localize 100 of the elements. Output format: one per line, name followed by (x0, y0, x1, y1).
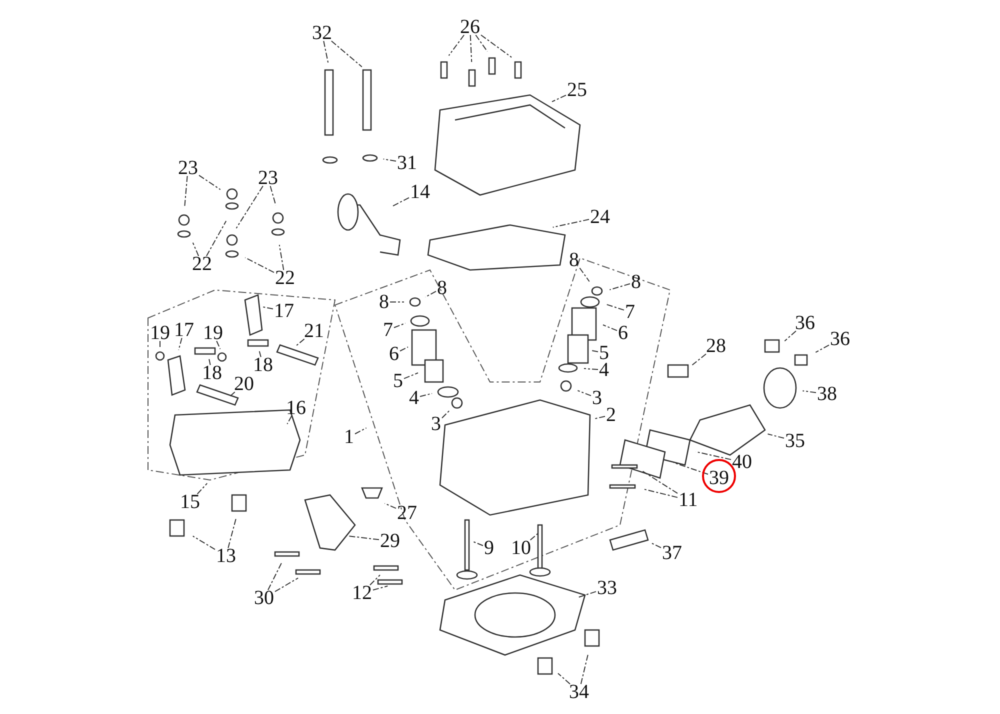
leader-line (602, 324, 618, 332)
callout-number: 10 (511, 538, 531, 558)
leader-line (347, 535, 380, 540)
callout-number: 8 (379, 292, 389, 312)
leader-line (274, 578, 299, 592)
leader-line (382, 158, 396, 162)
leader-line (268, 562, 282, 590)
callout-number: 40 (732, 452, 752, 472)
callout-number: 18 (202, 363, 222, 383)
leader-line (270, 186, 276, 206)
leader-line (642, 488, 678, 498)
callout-number: 32 (312, 23, 332, 43)
leader-line (262, 306, 274, 310)
callout-number: 5 (393, 371, 403, 391)
leader-line (784, 330, 796, 342)
leader-line (673, 462, 708, 475)
callout-number: 17 (274, 301, 294, 321)
callout-number: 33 (597, 578, 617, 598)
leader-line (258, 349, 262, 358)
leader-line (244, 257, 274, 273)
leader-line (577, 591, 596, 598)
callout-number: 31 (397, 153, 417, 173)
callout-number: 23 (258, 168, 278, 188)
callout-number: 1 (344, 427, 354, 447)
leader-line (594, 416, 606, 420)
callout-number: 4 (599, 360, 609, 380)
callout-number: 4 (409, 388, 419, 408)
leader-line (577, 390, 592, 396)
callout-number: 8 (437, 278, 447, 298)
callout-number: 3 (592, 388, 602, 408)
callout-number: 24 (590, 207, 610, 227)
callout-number: 13 (216, 546, 236, 566)
callout-number: 5 (599, 343, 609, 363)
callout-number: 23 (178, 158, 198, 178)
callout-number: 30 (254, 588, 274, 608)
leader-line (692, 354, 706, 366)
callout-number: 6 (618, 323, 628, 343)
leader-line (815, 344, 830, 353)
callout-number: 2 (606, 405, 616, 425)
leader-line (420, 393, 432, 397)
leader-line (552, 94, 566, 102)
leader-line (294, 338, 305, 347)
callout-number: 26 (460, 17, 480, 37)
leader-line (323, 40, 329, 65)
leader-line (584, 368, 598, 370)
callout-number: 37 (662, 543, 682, 563)
leader-line (184, 176, 188, 207)
leader-line (330, 40, 362, 68)
leader-line (579, 268, 590, 282)
leader-line (475, 34, 488, 52)
leader-line (392, 197, 410, 207)
callout-number: 7 (625, 302, 635, 322)
leader-line (208, 357, 211, 366)
leader-line (178, 338, 182, 350)
leader-line (642, 470, 678, 494)
callout-number: 38 (817, 384, 837, 404)
leader-line (400, 346, 408, 352)
leader-line (580, 653, 589, 684)
callout-number: 8 (631, 272, 641, 292)
callout-number: 19 (150, 323, 170, 343)
leader-line (192, 242, 200, 256)
leader-line (286, 416, 292, 424)
leader-line (552, 218, 590, 228)
leader-line (278, 244, 284, 270)
callout-number: 19 (203, 323, 223, 343)
leader-line (695, 451, 732, 460)
callout-number: 35 (785, 431, 805, 451)
leader-line (372, 586, 388, 590)
leader-line (473, 541, 484, 546)
leader-line (480, 34, 512, 58)
callout-number: 11 (678, 490, 698, 510)
callout-number: 18 (253, 355, 273, 375)
callout-number: 20 (234, 374, 254, 394)
callout-number: 15 (180, 492, 200, 512)
callout-number: 14 (410, 182, 430, 202)
callout-number: 39 (709, 468, 729, 488)
callout-number: 17 (174, 320, 194, 340)
leader-line (394, 322, 406, 328)
leader-line (767, 434, 784, 439)
callout-number: 21 (304, 321, 324, 341)
leader-line (354, 427, 367, 434)
callout-number: 36 (830, 329, 850, 349)
callout-number: 6 (389, 344, 399, 364)
leader-line (206, 220, 227, 256)
callout-number: 12 (352, 583, 372, 603)
callout-number: 25 (567, 80, 587, 100)
leader-line (530, 532, 539, 540)
callout-number: 22 (275, 268, 295, 288)
leader-line (370, 574, 380, 586)
leader-line (606, 304, 624, 311)
callout-number: 28 (706, 336, 726, 356)
callout-number: 22 (192, 254, 212, 274)
leader-line (609, 283, 630, 290)
callout-number: 34 (569, 682, 589, 702)
callout-number: 27 (397, 503, 417, 523)
callout-number: 7 (383, 320, 393, 340)
leader-line (196, 482, 208, 494)
callout-number: 36 (795, 313, 815, 333)
leader-line (198, 174, 221, 190)
leader-line (650, 542, 662, 548)
